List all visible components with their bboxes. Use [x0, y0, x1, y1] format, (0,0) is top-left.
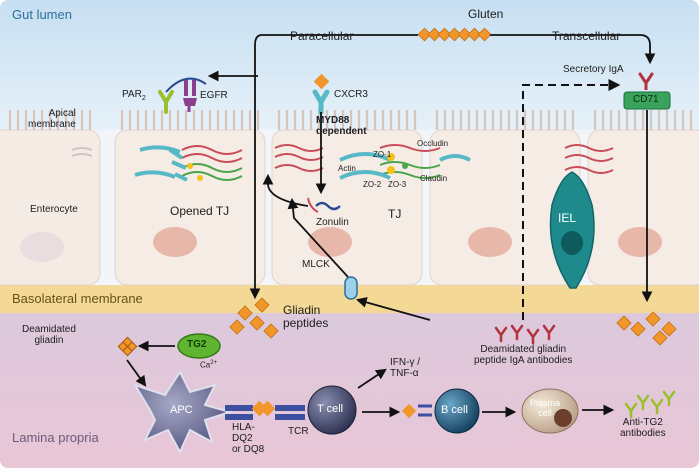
iga-antibodies-label: Deamidated gliadin peptide IgA antibodie…	[474, 344, 573, 366]
paracellular-label: Paracellular	[290, 29, 354, 43]
enterocyte-label: Enterocyte	[30, 204, 78, 215]
iel-cell	[549, 171, 595, 289]
deamidated-gliadin-label: Deamidated gliadin	[22, 324, 76, 346]
myd88-label: MYD88 dependent	[316, 115, 367, 137]
anti-tg2-antibodies	[624, 390, 676, 419]
tg2-ellipse	[177, 333, 221, 359]
gut-lumen-label: Gut lumen	[12, 7, 72, 22]
deamidated-gliadin-mark	[117, 336, 138, 357]
secretory-iga-label: Secretory IgA	[563, 64, 624, 75]
par2-receptor	[158, 90, 174, 114]
calcium-label: Ca2+	[200, 360, 217, 370]
opened-tj-strands	[134, 145, 243, 182]
basolateral-label: Basolateral membrane	[12, 291, 143, 306]
tcr-label: TCR	[288, 426, 309, 437]
egfr-receptor	[165, 77, 207, 112]
t-cell	[307, 385, 357, 435]
apc-cell	[132, 369, 234, 455]
lamina-propria-zone	[0, 313, 699, 468]
pathway-arrows	[126, 34, 656, 418]
lamina-propria-label: Lamina propria	[12, 430, 99, 445]
apical-membrane-label: Apical membrane	[28, 108, 76, 130]
apc-label: APC	[170, 404, 193, 416]
tcell-label: T cell	[317, 403, 344, 415]
iel-label: IEL	[558, 211, 577, 225]
hla-label: HLA- DQ2 or DQ8	[232, 422, 265, 455]
plasma-nucleus	[554, 409, 572, 427]
claudin-label: Claudin	[420, 174, 448, 183]
actin-label: Actin	[338, 164, 356, 173]
calcium-superscript: 2+	[210, 360, 218, 366]
anti-tg2-label: Anti-TG2 antibodies	[620, 417, 666, 439]
calcium-text: Ca	[200, 360, 211, 370]
opened-tj-label: Opened TJ	[170, 204, 230, 218]
plasma-label: Plasma cell	[530, 398, 561, 418]
tj-label: TJ	[388, 207, 402, 221]
cxcr3-label: CXCR3	[334, 89, 368, 100]
zo3-label: ZO-3	[388, 180, 407, 189]
zo1-label: ZO-1	[373, 150, 392, 159]
zonulin-tail	[307, 197, 319, 213]
gluten-label: Gluten	[468, 7, 504, 21]
iga-dashed-arrow	[522, 79, 621, 320]
transcytosed-peptides	[616, 311, 677, 346]
secretory-iga	[638, 72, 654, 90]
par2-subscript: 2	[141, 95, 146, 102]
occludin-label: Occludin	[417, 139, 449, 148]
gut-lumen-zone	[0, 0, 699, 130]
gluten-chain	[417, 27, 492, 42]
transcellular-label: Transcellular	[552, 29, 621, 43]
zonulin-label: Zonulin	[316, 217, 349, 228]
right-tj-strands	[71, 144, 614, 174]
cd71-label: CD71	[633, 94, 659, 105]
cd71-box	[623, 91, 671, 110]
zonulin-squiggle	[315, 201, 341, 211]
zo2-label: ZO-2	[363, 180, 382, 189]
tg2-label: TG2	[187, 339, 207, 350]
ifn-label: IFN-γ / TNF-α	[390, 357, 420, 379]
bcell-label: B cell	[441, 404, 468, 416]
b-cell-antigen	[401, 403, 432, 419]
gliadin-peptides	[229, 297, 279, 339]
iga-antibodies	[494, 324, 556, 345]
gliadin-peptides-label: Gliadin peptides	[283, 303, 329, 330]
mlck-label: MLCK	[302, 259, 330, 270]
microvilli	[8, 110, 693, 130]
mlck-capsule	[344, 276, 358, 300]
middle-tj-strands	[274, 144, 471, 180]
par2-text: PAR	[122, 89, 142, 100]
par2-label: PAR2	[122, 89, 146, 103]
b-cell	[434, 388, 480, 434]
egfr-label: EGFR	[200, 90, 228, 101]
